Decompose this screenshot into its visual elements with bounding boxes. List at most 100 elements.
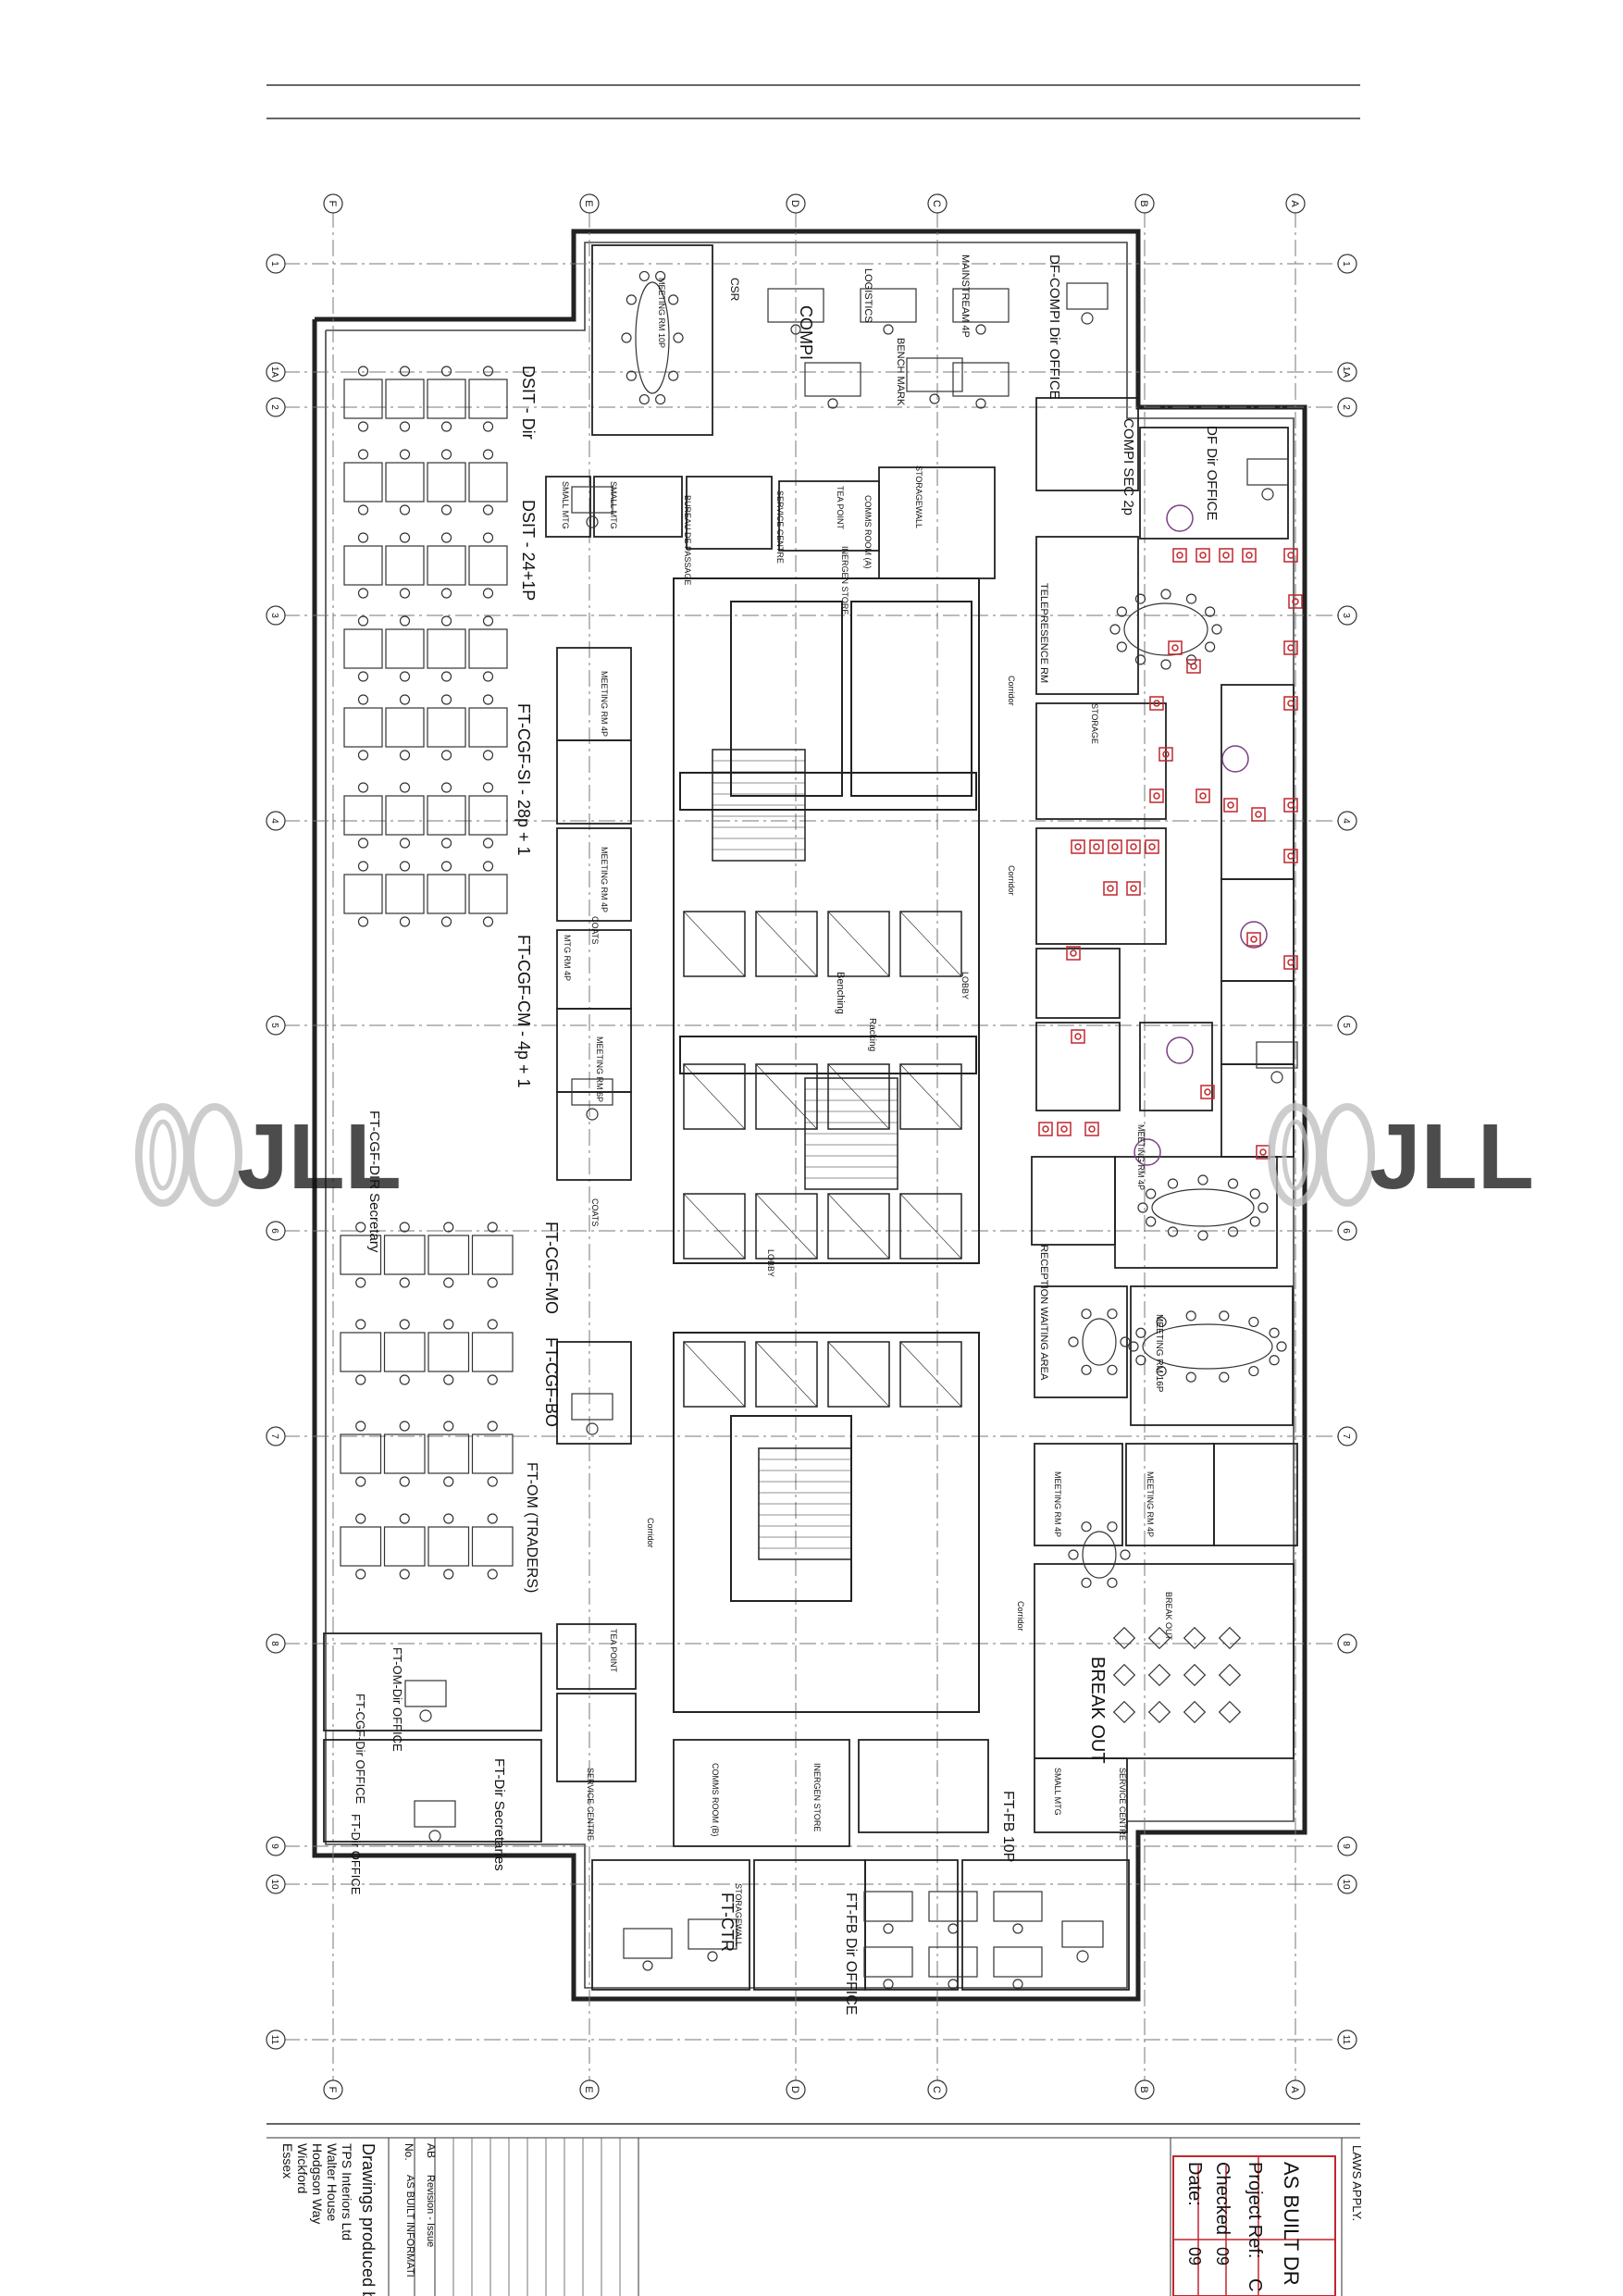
desk-cluster [343, 366, 508, 432]
office-desk [1066, 282, 1109, 325]
room-label: Corridor [1007, 676, 1016, 706]
grid-row-bubble: 1 [1337, 254, 1357, 274]
workstation [767, 288, 824, 335]
chair-marker [1103, 881, 1118, 896]
room-label: MEETING RM 6P [595, 1036, 604, 1102]
room-label: SERVICE CENTRE [586, 1768, 595, 1841]
building-core [673, 577, 980, 1713]
grid-row-bubble: 9 [266, 1836, 286, 1856]
room-label: BUREAU DE PASSAGE [683, 495, 692, 585]
chair-marker [1066, 946, 1081, 961]
svg-text:F: F [327, 2087, 338, 2093]
lift-car [899, 911, 962, 977]
revision-info: AS BUILT INFORMATI [404, 2175, 415, 2277]
workstation [906, 357, 963, 404]
desk-cluster [340, 1222, 514, 1288]
conference-table [1109, 589, 1222, 670]
zone-label: COMPI [797, 305, 815, 360]
lift-car [683, 1341, 746, 1408]
svg-text:B: B [1138, 200, 1149, 206]
svg-text:4: 4 [269, 818, 279, 824]
grid-column-bubble: E [579, 193, 600, 214]
project-ref-label: Project Ref: [1245, 2162, 1265, 2258]
room-label: INERGEN STORE [840, 546, 849, 614]
svg-text:10: 10 [1341, 1879, 1351, 1890]
workstation [928, 1891, 978, 1934]
chair-marker [1186, 659, 1201, 674]
chair-marker [1288, 594, 1303, 609]
zone-label: FT-FB Dir OFFICE [843, 1893, 859, 2015]
room-label: TEA POINT [609, 1629, 618, 1673]
grid-row-bubble: 1 [266, 254, 286, 274]
lift-car [899, 1341, 962, 1408]
grid-row-bubble: 10 [1337, 1874, 1357, 1894]
stair [758, 1447, 852, 1560]
conference-table [621, 270, 684, 405]
svg-text:1: 1 [1341, 261, 1351, 267]
grid-row-bubble: 8 [266, 1633, 286, 1654]
chair-marker [1283, 849, 1298, 863]
zone-label: BENCH MARK [895, 338, 906, 406]
zone-label: DSIT - 24+1P [519, 500, 538, 601]
workstation [863, 1891, 913, 1934]
room-label: BREAK OUT [1164, 1592, 1173, 1641]
svg-text:11: 11 [1341, 2035, 1351, 2045]
grid-row-bubble: 7 [266, 1426, 286, 1446]
desk-cluster [343, 449, 508, 515]
furniture [340, 270, 1298, 1990]
grid-column-bubble: B [1134, 2079, 1155, 2100]
room-label: MEETING RM 16P [1154, 1314, 1164, 1393]
chair-marker [1158, 747, 1173, 762]
stair [712, 749, 806, 862]
room-label: COATS [590, 916, 600, 944]
breakout-table [1112, 1700, 1136, 1724]
grid-row-bubble: 3 [1337, 605, 1357, 626]
room-label: INERGEN STORE [812, 1763, 822, 1831]
revision-text: Revision - Issue [425, 2175, 436, 2247]
address-line-5: Essex [280, 2143, 295, 2178]
grid-row-bubble: 11 [1337, 2029, 1357, 2050]
zone-label: FT-CGF-DIR Secretary [366, 1111, 382, 1253]
chair-marker [1057, 1122, 1072, 1136]
room-label: MEETING RM 4P [1146, 1471, 1155, 1537]
chair-marker [1283, 798, 1298, 813]
zone-label: DF Dir OFFICE [1204, 426, 1220, 521]
title-block: LAWS APPLY. AS BUILT DR Project Ref: C C… [266, 2123, 1364, 2296]
workstation [860, 288, 917, 335]
svg-text:F: F [327, 201, 338, 207]
room-label: Corridor [1007, 865, 1016, 896]
svg-text:8: 8 [1341, 1641, 1351, 1646]
workstation [863, 1946, 913, 1990]
chair-marker [1251, 807, 1266, 822]
desk-cluster [343, 782, 508, 849]
zone-label: COMPI SEC 2p [1121, 418, 1136, 515]
chair-marker [1145, 839, 1159, 854]
grid-row-bubble: 10 [266, 1874, 286, 1894]
workstation [952, 288, 1010, 335]
address-line-3: Hodgson Way [310, 2143, 325, 2224]
room-label: LOBBY [960, 972, 970, 999]
grid-column-bubble: C [927, 2079, 948, 2100]
desk-cluster [340, 1319, 514, 1385]
lift-car [827, 1341, 890, 1408]
zone-label: FT-Dir OFFICE [349, 1814, 363, 1895]
grid-row-bubble: 8 [1337, 1633, 1357, 1654]
room-label: MEETING RM 4P [1053, 1471, 1062, 1537]
room-label: SMALL MTG [1053, 1768, 1062, 1816]
breakout-table [1147, 1626, 1171, 1650]
room-label: SERVICE CENTRE [775, 490, 785, 564]
svg-text:3: 3 [1341, 613, 1351, 618]
chair-marker [1219, 548, 1233, 563]
breakout-table [1218, 1626, 1242, 1650]
zone-label: BREAK OUT [1087, 1657, 1108, 1764]
jll-watermark-left: JLL [135, 1103, 402, 1209]
svg-text:11: 11 [269, 2035, 279, 2045]
chair-marker [1149, 788, 1164, 803]
chair-marker [1071, 1029, 1085, 1044]
grid-row-bubble: 6 [266, 1221, 286, 1241]
office-desk [1256, 1041, 1298, 1084]
room-label: MEETING RM 4P [1136, 1124, 1146, 1190]
date-value: 09 [1185, 2247, 1204, 2265]
grid-column-bubble: F [323, 2079, 343, 2100]
room-markers [1038, 504, 1303, 1166]
